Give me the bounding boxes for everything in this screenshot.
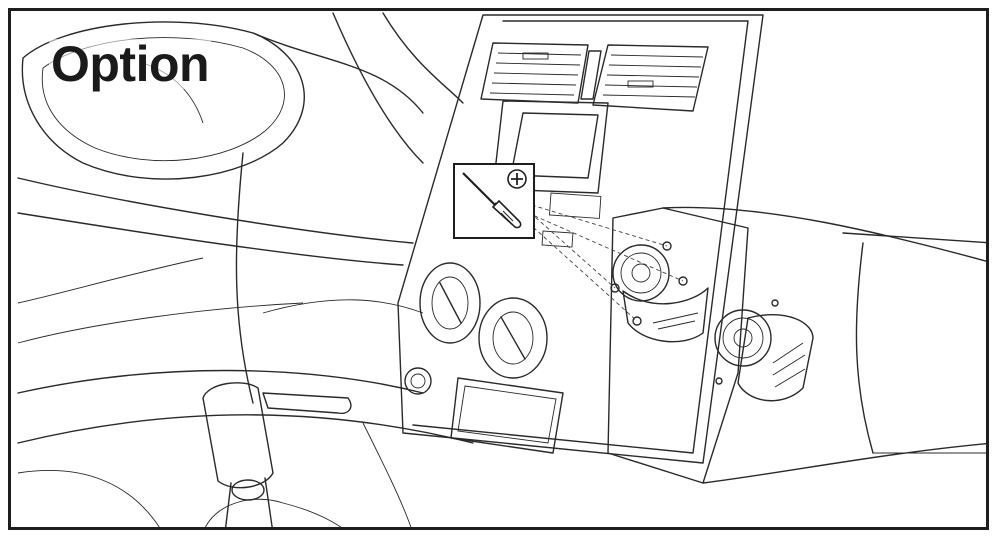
swivel-mount-installed — [611, 242, 708, 342]
page-title: Option — [49, 39, 211, 89]
climate-knob-left — [420, 263, 480, 343]
tool-callout — [453, 163, 535, 239]
power-socket — [405, 368, 431, 394]
seat-edge — [18, 471, 163, 531]
center-console — [398, 15, 763, 463]
swivel-mount-detached — [715, 300, 813, 401]
hand-brake — [263, 393, 351, 413]
illustration-frame: Option — [8, 8, 989, 530]
gear-shifter — [203, 383, 348, 530]
climate-knob-right — [479, 298, 547, 378]
phillips-head-icon — [505, 167, 529, 191]
console-edge — [363, 423, 413, 530]
